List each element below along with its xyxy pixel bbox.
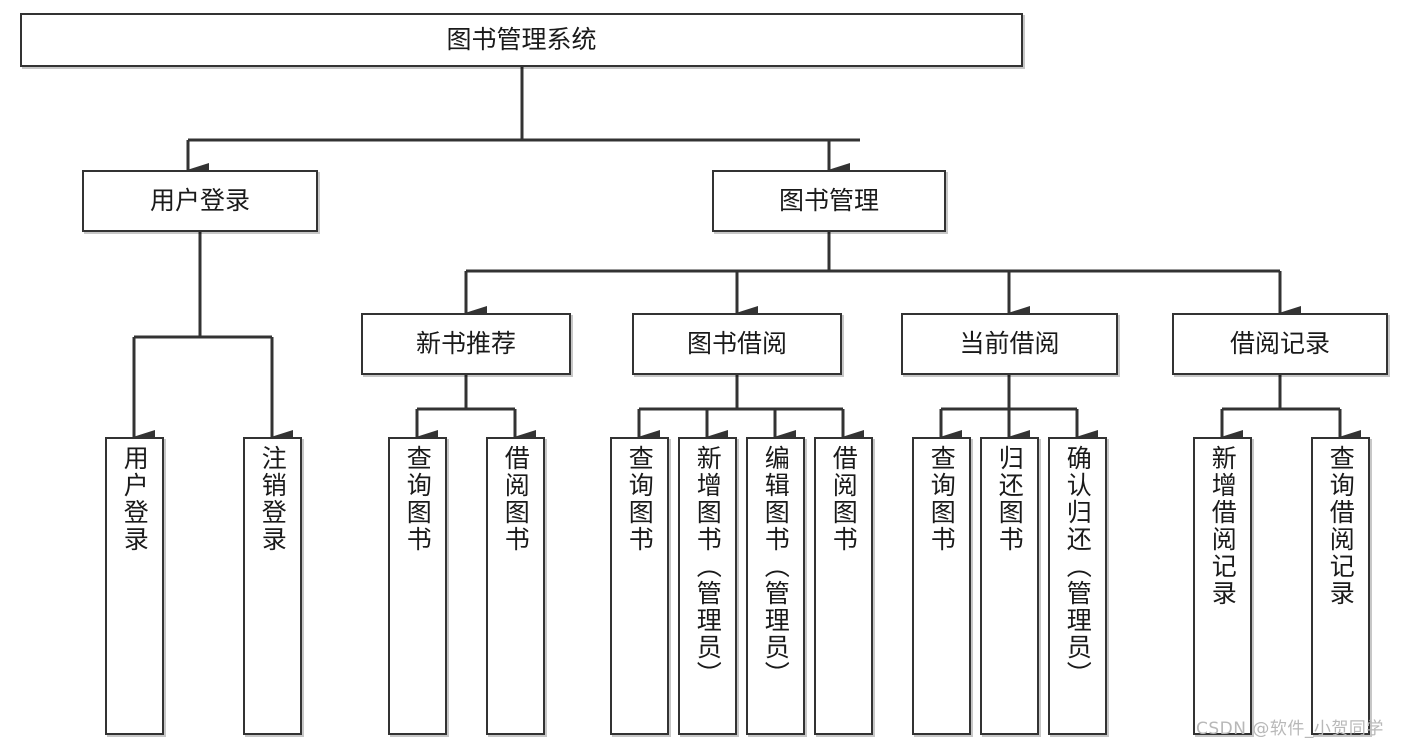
node-label: 图书管理 <box>778 186 879 216</box>
node-root-system[interactable]: 图书管理系统 <box>20 13 1023 67</box>
node-label: 新书推荐 <box>415 329 516 359</box>
node-user-login[interactable]: 用户登录 <box>82 170 318 232</box>
node-book-borrow[interactable]: 图书借阅 <box>632 313 842 375</box>
leaf-bb-query-book[interactable]: 查询图书 <box>610 437 669 735</box>
leaf-br-query-record[interactable]: 查询借阅记录 <box>1311 437 1370 735</box>
node-borrow-record[interactable]: 借阅记录 <box>1172 313 1388 375</box>
node-label: 新增图书（管理员） <box>693 445 723 688</box>
node-label: 确认归还（管理员） <box>1063 445 1093 688</box>
node-label: 编辑图书（管理员） <box>761 445 791 688</box>
node-new-book-recommend[interactable]: 新书推荐 <box>361 313 571 375</box>
node-label: 图书管理系统 <box>446 25 597 55</box>
leaf-bb-edit-book-admin[interactable]: 编辑图书（管理员） <box>746 437 805 735</box>
leaf-br-add-record[interactable]: 新增借阅记录 <box>1193 437 1252 735</box>
node-label: 借阅记录 <box>1229 329 1330 359</box>
leaf-logout[interactable]: 注销登录 <box>243 437 302 735</box>
node-label: 图书借阅 <box>686 329 787 359</box>
leaf-cb-query-book[interactable]: 查询图书 <box>912 437 971 735</box>
leaf-bb-borrow-book[interactable]: 借阅图书 <box>814 437 873 735</box>
node-label: 查询图书 <box>625 445 655 553</box>
node-label: 查询图书 <box>927 445 957 553</box>
watermark-csdn: CSDN @软件_小贺同学 <box>1196 719 1384 739</box>
leaf-nb-borrow-book[interactable]: 借阅图书 <box>486 437 545 735</box>
node-label: 借阅图书 <box>501 445 531 553</box>
node-label: 当前借阅 <box>959 329 1060 359</box>
leaf-cb-confirm-return-admin[interactable]: 确认归还（管理员） <box>1048 437 1107 735</box>
node-label: 用户登录 <box>149 186 250 216</box>
node-book-manage[interactable]: 图书管理 <box>712 170 946 232</box>
node-label: 查询借阅记录 <box>1326 445 1356 607</box>
node-label: 查询图书 <box>403 445 433 553</box>
leaf-cb-return-book[interactable]: 归还图书 <box>980 437 1039 735</box>
node-current-borrow[interactable]: 当前借阅 <box>901 313 1118 375</box>
node-label: 注销登录 <box>258 445 288 553</box>
node-label: 新增借阅记录 <box>1208 445 1238 607</box>
node-label: 用户登录 <box>120 445 150 553</box>
node-label: 归还图书 <box>995 445 1025 553</box>
leaf-user-login[interactable]: 用户登录 <box>105 437 164 735</box>
leaf-bb-add-book-admin[interactable]: 新增图书（管理员） <box>678 437 737 735</box>
leaf-nb-query-book[interactable]: 查询图书 <box>388 437 447 735</box>
node-label: 借阅图书 <box>829 445 859 553</box>
